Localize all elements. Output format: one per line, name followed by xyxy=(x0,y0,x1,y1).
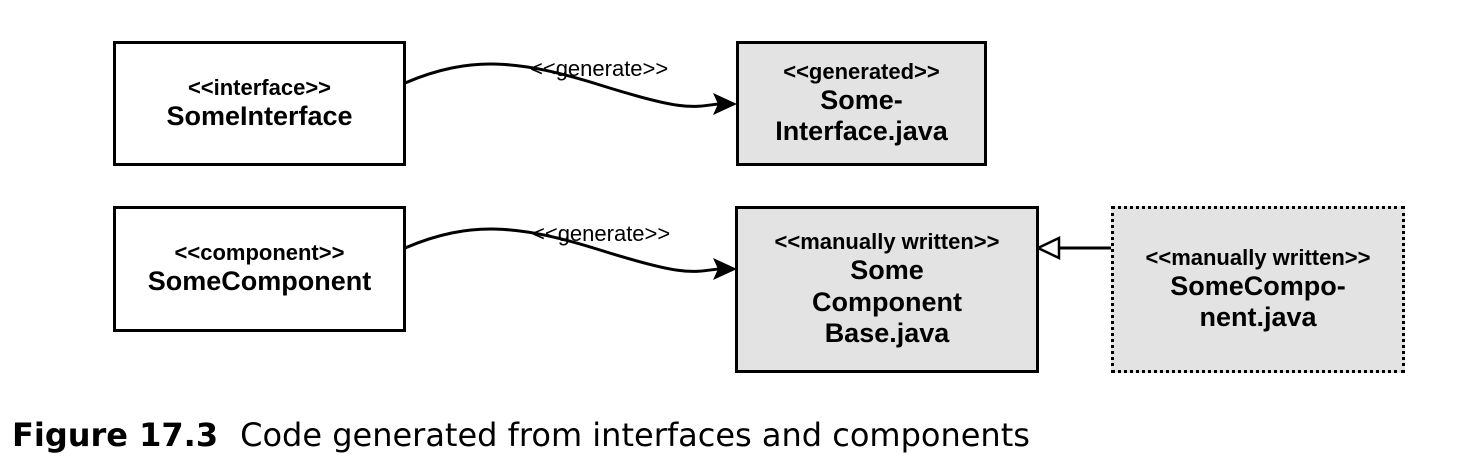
generate-edge-component xyxy=(404,227,719,273)
interface-generate-label: <<generate>> xyxy=(530,56,669,81)
some-component-java-name-line2: nent.java xyxy=(1199,302,1317,333)
some-component-base-java-stereotype: <<manually written>> xyxy=(774,228,1000,254)
some-interface-name: SomeInterface xyxy=(166,100,353,131)
some-component-base-java-box: <<manually written>> Some Component Base… xyxy=(735,206,1039,373)
some-interface-box: <<interface>> SomeInterface xyxy=(113,41,406,166)
some-interface-java-stereotype: <<generated>> xyxy=(783,58,940,84)
figure-caption: Figure 17.3 Code generated from interface… xyxy=(12,416,1030,454)
some-component-base-java-name-line3: Base.java xyxy=(824,318,950,349)
some-component-name: SomeComponent xyxy=(147,266,372,297)
some-component-base-java-name-line1: Some xyxy=(850,254,924,285)
inheritance-arrowhead xyxy=(1035,236,1061,260)
some-component-java-name-line1: SomeCompo- xyxy=(1170,270,1346,301)
some-component-java-stereotype: <<manually written>> xyxy=(1145,244,1371,270)
some-component-box: <<component>> SomeComponent xyxy=(113,206,406,332)
some-interface-java-name-line2: Interface.java xyxy=(775,116,948,147)
some-interface-stereotype: <<interface>> xyxy=(187,74,332,100)
generate-edge-interface xyxy=(404,62,719,108)
component-generate-label: <<generate>> xyxy=(532,221,671,246)
figure-caption-text: Code generated from interfaces and compo… xyxy=(240,416,1030,454)
figure-number: Figure 17.3 xyxy=(12,416,219,454)
some-interface-java-name-line1: Some- xyxy=(820,84,903,115)
generate-arrowhead-component xyxy=(713,258,737,280)
some-component-base-java-name-line2: Component xyxy=(812,286,962,317)
generate-arrowhead-interface xyxy=(713,93,737,115)
some-component-java-box: <<manually written>> SomeCompo- nent.jav… xyxy=(1111,206,1405,373)
some-component-stereotype: <<component>> xyxy=(174,240,345,266)
some-interface-java-box: <<generated>> Some- Interface.java xyxy=(736,41,987,166)
